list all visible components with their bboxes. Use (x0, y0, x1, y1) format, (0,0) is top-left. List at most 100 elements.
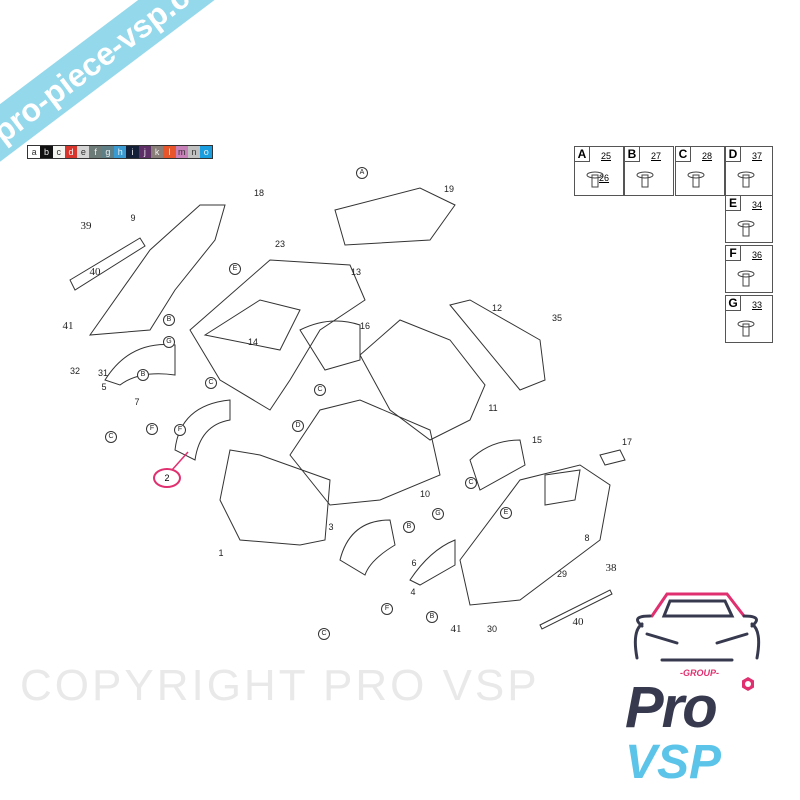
left-side-panel (69, 204, 226, 336)
fastener-callout: B (426, 611, 438, 623)
part-number-label: 3 (328, 522, 334, 532)
fastener-callout: C (205, 377, 217, 389)
color-swatch-c: c (52, 146, 65, 158)
part-number-label: 12 (491, 303, 503, 313)
part-number-label: 32 (69, 366, 81, 376)
color-swatch-a: a (28, 146, 41, 158)
fastener-callout: C (105, 431, 117, 443)
part-number-label: 40 (89, 266, 101, 278)
logo-vsp-text: VSP (625, 736, 722, 789)
fastener-clip-icon (586, 171, 604, 188)
fastener-callout: G (432, 508, 444, 520)
color-swatch-h: h (114, 146, 127, 158)
fastener-clip-icon (737, 171, 755, 188)
color-swatch-i: i (126, 146, 139, 158)
part-number-label: 18 (253, 188, 265, 198)
part-number-label: 11 (488, 403, 498, 413)
fastener-clip-icon (737, 220, 755, 237)
part-number-label: 16 (359, 321, 371, 331)
fastener-part-number: 34 (752, 200, 763, 210)
dashboard-bulkhead (219, 449, 331, 546)
wheel-arches (104, 320, 526, 586)
fastener-part-number: 33 (752, 300, 763, 310)
fastener-callout: F (381, 603, 393, 615)
part-number-label: 31 (97, 368, 109, 378)
part-number-label: 4 (410, 587, 416, 597)
copyright-watermark: COPYRIGHT PRO VSP (20, 661, 540, 710)
trim-strip-17 (599, 449, 626, 466)
part-number-label: 23 (274, 239, 286, 249)
fastener-callout: E (500, 507, 512, 519)
fastener-callout: E (229, 263, 241, 275)
part-number-label: 41 (62, 320, 74, 332)
part-number-label: 38 (605, 562, 617, 574)
fastener-callout: C (314, 384, 326, 396)
fastener-callout: B (403, 521, 415, 533)
color-swatch-e: e (77, 146, 90, 158)
highlighted-part-marker: 2 (153, 468, 181, 488)
fastener-callout: C (318, 628, 330, 640)
part-number-label: 35 (551, 313, 563, 323)
color-swatch-n: n (187, 146, 201, 158)
color-swatch-b: b (40, 146, 53, 158)
part-number-label: 13 (350, 267, 362, 277)
logo-group-text: -GROUP- (680, 668, 719, 678)
part-number-label: 41 (450, 623, 462, 635)
fastener-callout: C (465, 477, 477, 489)
floor-pan (289, 399, 441, 506)
part-number-label: 30 (486, 624, 498, 634)
highlighted-part-number: 2 (164, 473, 170, 483)
part-number-label: 10 (419, 489, 431, 499)
fastener-part-number: 27 (651, 151, 662, 161)
fastener-box-letter: A (575, 147, 590, 162)
color-swatch-d: d (64, 146, 78, 158)
fastener-callout: G (163, 336, 175, 348)
fastener-box-letter: C (676, 147, 691, 162)
fastener-box-f: F 36 (725, 245, 773, 293)
color-swatch-l: l (163, 146, 176, 158)
roof-panel (334, 187, 456, 246)
right-side-panel (459, 464, 611, 606)
part-number-label: 17 (621, 437, 633, 447)
color-swatch-k: k (150, 146, 164, 158)
part-number-label: 19 (443, 184, 455, 194)
part-number-label: 5 (101, 382, 107, 392)
part-number-label: 9 (130, 213, 136, 223)
part-number-label: 6 (411, 558, 417, 568)
fastener-clip-icon (687, 171, 705, 188)
car-logo-icon (633, 592, 761, 662)
fastener-box-letter: D (726, 147, 741, 162)
part-number-label: 1 (218, 548, 224, 558)
fastener-part-number: 37 (752, 151, 763, 161)
body-shell (189, 259, 366, 411)
color-swatch-m: m (175, 146, 188, 158)
logo-pro-text: Pro (625, 675, 718, 740)
fastener-clip-icon (737, 270, 755, 287)
fastener-box-letter: B (625, 147, 640, 162)
part-number-label: 15 (531, 435, 543, 445)
fastener-callout: D (292, 420, 304, 432)
luggage-tub (359, 299, 546, 441)
fastener-callout: F (146, 423, 158, 435)
fastener-callout: B (137, 369, 149, 381)
part-number-label: 40 (572, 616, 584, 628)
fastener-clip-icon (737, 320, 755, 337)
fastener-clip-icon (636, 171, 654, 188)
part-number-label: 7 (134, 397, 140, 407)
fastener-box-b: B 27 (624, 146, 674, 196)
fastener-callout: A (356, 167, 368, 179)
fastener-box-letter: G (726, 296, 741, 311)
provsp-logo: -GROUP- Pro VSP (622, 588, 772, 794)
fastener-part-number: 36 (752, 250, 763, 260)
part-number-label: 14 (247, 337, 259, 347)
fastener-box-letter: F (726, 246, 741, 261)
fastener-callout: B (163, 314, 175, 326)
part-number-label: 39 (80, 220, 92, 232)
